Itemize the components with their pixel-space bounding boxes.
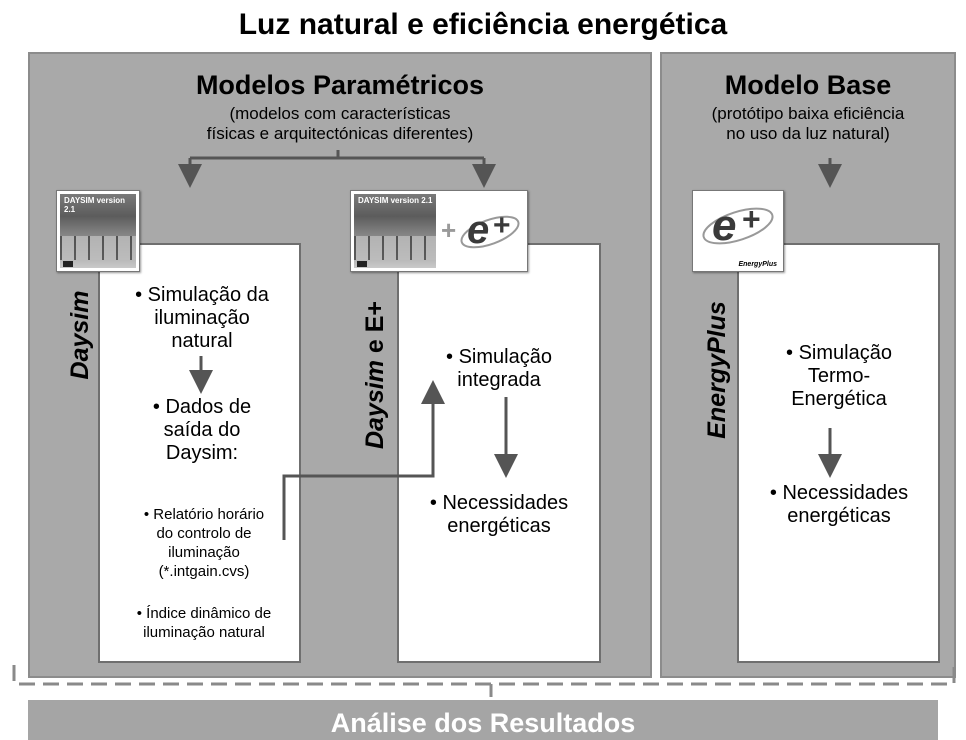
energyplus-card (737, 243, 940, 663)
energyplus-bullet-needs: • Necessidades energéticas (740, 482, 938, 528)
daysim-bullet-output: • Dados de saída do Daysim: (104, 396, 300, 465)
daysim-eplus-tile-caption: DAYSIM version 2.1 (358, 196, 433, 205)
results-bar (28, 700, 938, 740)
energyplus-bullet-thermal: • Simulação Termo- Energética (740, 342, 938, 411)
energyplus-logo-icon: e + (460, 208, 520, 252)
daysim-sub1-line3: iluminação (168, 544, 240, 561)
svg-text:e: e (467, 208, 489, 252)
daysim-bullet-simulation: • Simulação da iluminação natural (104, 284, 300, 353)
daysim-eplus-bullet1-line1: • Simulação (446, 346, 552, 368)
daysim-sub1-line2: do controlo de (156, 525, 252, 542)
daysim-bullet2-line1: • Dados de (152, 396, 252, 418)
daysim-screenshot-icon: DAYSIM version 2.1 (354, 194, 436, 268)
energyplus-bullet1-line2: Termo- (807, 365, 871, 387)
base-model-title: Modelo Base (724, 70, 892, 100)
results-label: Análise dos Resultados (330, 708, 636, 738)
daysim-eplus-bullet2-line2: energéticas (447, 515, 551, 537)
daysim-card (98, 243, 301, 663)
energyplus-logo-tile: e + EnergyPlus (692, 190, 784, 272)
daysim-bullet1-line1: • Simulação da (135, 284, 269, 306)
daysim-eplus-tile: DAYSIM version 2.1 + e + (350, 190, 528, 272)
dashed-results-bracket (12, 665, 956, 686)
energyplus-bullet2-line1: • Necessidades (769, 482, 909, 504)
energyplus-logo-icon: e + (702, 201, 774, 250)
daysim-sub-report: • Relatório horário do controlo de ilumi… (112, 505, 296, 581)
daysim-sub-index: • Índice dinâmico de iluminação natural (110, 604, 298, 642)
daysim-sub1-line1: • Relatório horário (143, 506, 265, 523)
parametric-models-subtitle-1: (modelos com características (229, 104, 451, 123)
energyplus-bullet1-line3: Energética (791, 388, 887, 410)
daysim-bullet1-line2: iluminação (154, 307, 250, 329)
daysim-bullet2-line3: Daysim: (165, 442, 239, 464)
daysim-tile-caption: DAYSIM version 2.1 (64, 196, 126, 214)
daysim-eplus-bullet1-line2: integrada (457, 369, 541, 391)
daysim-sub1-line4: (*.intgain.cvs) (158, 563, 250, 580)
daysim-eplus-bullet-needs: • Necessidades energéticas (400, 492, 598, 538)
daysim-bullet2-line2: saída do (163, 419, 241, 441)
daysim-sub2-line1: • Índice dinâmico de (136, 605, 272, 622)
energyplus-bullet2-line2: energéticas (787, 505, 891, 527)
daysim-eplus-bullet2-line1: • Necessidades (429, 492, 569, 514)
svg-text:e: e (712, 201, 736, 250)
svg-text:+: + (742, 201, 761, 237)
split-connector (190, 150, 484, 160)
energyplus-logo-caption: EnergyPlus (738, 261, 777, 268)
daysim-screenshot-icon: DAYSIM version 2.1 (56, 190, 140, 272)
diagram-title: Luz natural e eficiência energética (238, 8, 728, 41)
arrow-report-to-integrated (282, 380, 445, 540)
parametric-models-title: Modelos Paramétricos (195, 70, 485, 100)
daysim-bullet1-line3: natural (171, 330, 233, 352)
energyplus-bullet1-line1: • Simulação (786, 342, 892, 364)
base-model-subtitle-2: no uso da luz natural) (726, 124, 890, 143)
daysim-eplus-bullet-integrated: • Simulação integrada (400, 346, 598, 392)
plus-sign: + (441, 215, 457, 245)
daysim-sub2-line2: iluminação natural (143, 624, 265, 641)
daysim-eplus-card (397, 243, 601, 663)
svg-text:+: + (493, 209, 511, 242)
base-model-subtitle-1: (protótipo baixa eficiência (711, 104, 905, 123)
parametric-models-subtitle-2: físicas e arquitectónicas diferentes) (206, 124, 474, 143)
